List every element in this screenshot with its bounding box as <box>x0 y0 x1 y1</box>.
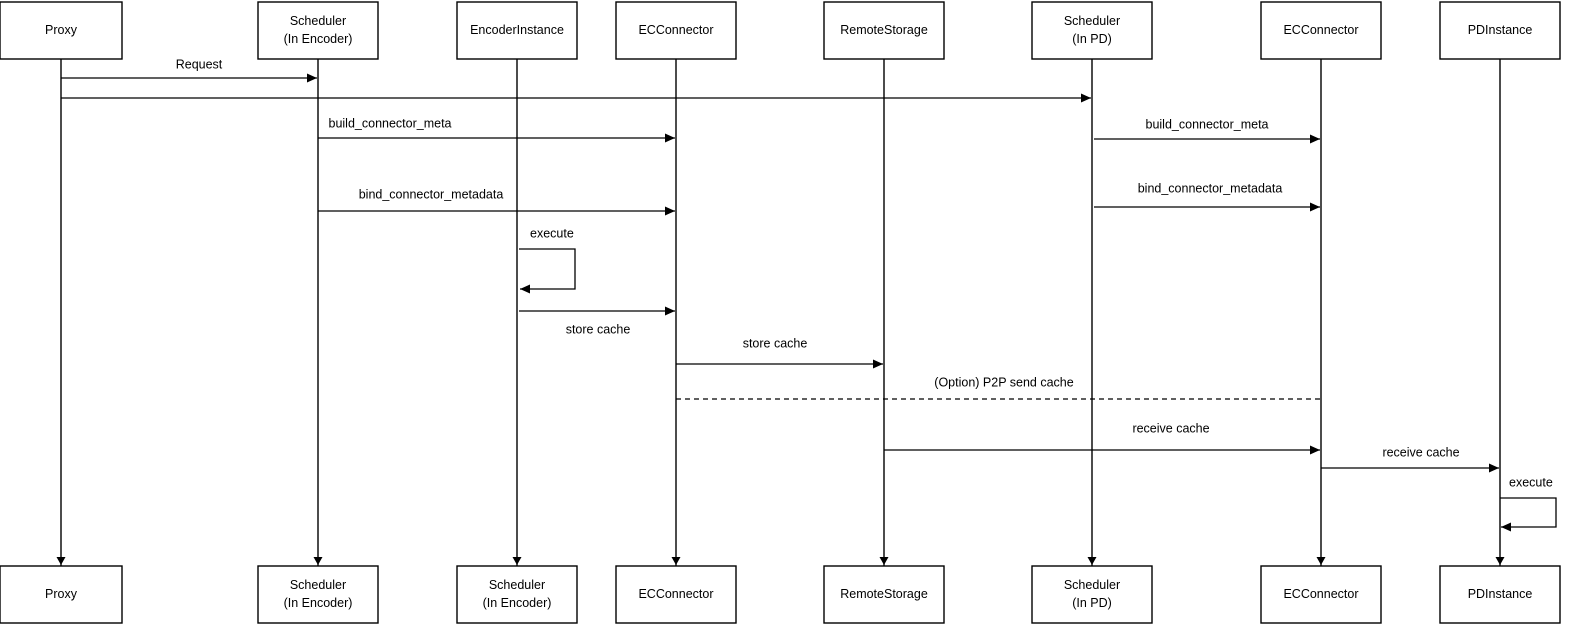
participant-label-line2: (In PD) <box>1072 596 1112 610</box>
message-label: bind_connector_metadata <box>1138 181 1283 195</box>
message-label: bind_connector_metadata <box>359 187 504 201</box>
participant-box-bottom-pd-instance[interactable]: PDInstance <box>1439 565 1561 624</box>
participant-box-rect <box>823 1 945 60</box>
participant-label-line1: PDInstance <box>1468 23 1533 37</box>
participant-label-line1: RemoteStorage <box>840 587 928 601</box>
participant-box-rect <box>1260 1 1382 60</box>
participant-label-line2: (In Encoder) <box>284 596 353 610</box>
participant-box-bottom-proxy[interactable]: Proxy <box>0 565 123 624</box>
participant-label-line1: Proxy <box>45 587 78 601</box>
participant-bottom-boxes-layer: Proxy Scheduler (In Encoder) Scheduler (In E… <box>0 565 1561 624</box>
message-receive-cache-ec-to-pd[interactable]: receive cache <box>1321 445 1499 473</box>
participant-box-rect <box>456 565 578 624</box>
message-store-cache-ec-to-remote[interactable]: store cache <box>676 336 883 369</box>
participant-box-top-proxy[interactable]: Proxy <box>0 1 123 60</box>
lifeline-end-arrow-ec-connector-left <box>671 557 681 565</box>
participant-label-line1: RemoteStorage <box>840 23 928 37</box>
participant-box-rect <box>257 1 379 60</box>
participant-box-top-remote-storage[interactable]: RemoteStorage <box>823 1 945 60</box>
lifeline-end-arrow-remote-storage <box>879 557 889 565</box>
message-build-connector-meta-right[interactable]: build_connector_meta <box>1094 117 1320 144</box>
message-label: build_connector_meta <box>1146 117 1269 131</box>
participant-box-bottom-remote-storage[interactable]: RemoteStorage <box>823 565 945 624</box>
self-message-label: execute <box>530 226 574 240</box>
participant-label-line1: EncoderInstance <box>470 23 564 37</box>
message-build-connector-meta-left[interactable]: build_connector_meta <box>318 116 675 143</box>
participant-label-line1: Scheduler <box>290 578 346 592</box>
message-label: Request <box>176 57 223 71</box>
message-p2p-send-cache[interactable]: (Option) P2P send cache <box>676 375 1321 400</box>
lifeline-end-arrow-scheduler-encoder <box>313 557 323 565</box>
lifelines-layer <box>56 59 1505 566</box>
participant-box-top-encoder-instance[interactable]: EncoderInstance <box>456 1 578 60</box>
participant-label-line1: ECConnector <box>638 587 713 601</box>
message-label: store cache <box>566 322 631 336</box>
participant-box-bottom-encoder-instance[interactable]: Scheduler (In Encoder) <box>456 565 578 624</box>
participant-box-rect <box>1439 1 1561 60</box>
participant-box-rect <box>0 1 123 60</box>
participant-label-line1: ECConnector <box>1283 587 1358 601</box>
self-message-execute-pd[interactable]: execute <box>1500 475 1557 532</box>
message-bind-connector-metadata-right[interactable]: bind_connector_metadata <box>1094 181 1320 212</box>
participant-label-line1: Scheduler <box>1064 578 1120 592</box>
participant-box-top-scheduler-pd[interactable]: Scheduler (In PD) <box>1031 1 1153 60</box>
lifeline-end-arrow-scheduler-pd <box>1087 557 1097 565</box>
lifeline-end-arrow-ec-connector-right <box>1316 557 1326 565</box>
participant-box-rect <box>823 565 945 624</box>
participant-box-bottom-ec-connector-left[interactable]: ECConnector <box>615 565 737 624</box>
message-label: receive cache <box>1382 445 1459 459</box>
participant-box-rect <box>0 565 123 624</box>
participant-box-rect <box>456 1 578 60</box>
participant-box-bottom-ec-connector-right[interactable]: ECConnector <box>1260 565 1382 624</box>
participant-box-rect <box>1260 565 1382 624</box>
message-label: (Option) P2P send cache <box>934 375 1073 389</box>
message-receive-cache-remote-to-ec[interactable]: receive cache <box>884 421 1320 455</box>
participant-label-line1: Proxy <box>45 23 78 37</box>
participant-box-top-scheduler-encoder[interactable]: Scheduler (In Encoder) <box>257 1 379 60</box>
participant-box-rect <box>615 565 737 624</box>
lifeline-end-arrow-encoder-instance <box>512 557 522 565</box>
participant-box-bottom-scheduler-encoder[interactable]: Scheduler (In Encoder) <box>257 565 379 624</box>
participant-box-bottom-scheduler-pd[interactable]: Scheduler (In PD) <box>1031 565 1153 624</box>
message-label: store cache <box>743 336 808 350</box>
lifeline-end-arrow-pd-instance <box>1495 557 1505 565</box>
participant-label-line1: ECConnector <box>638 23 713 37</box>
participant-box-top-ec-connector-right[interactable]: ECConnector <box>1260 1 1382 60</box>
self-message-path <box>519 248 576 294</box>
participant-box-rect <box>1031 565 1153 624</box>
participant-box-top-ec-connector-left[interactable]: ECConnector <box>615 1 737 60</box>
participant-label-line2: (In PD) <box>1072 32 1112 46</box>
participant-box-rect <box>1439 565 1561 624</box>
participant-label-line2: (In Encoder) <box>284 32 353 46</box>
participant-label-line1: PDInstance <box>1468 587 1533 601</box>
participant-label-line1: ECConnector <box>1283 23 1358 37</box>
message-label: build_connector_meta <box>329 116 452 130</box>
participant-box-rect <box>257 565 379 624</box>
messages-layer: Request build_connector_meta build_connect… <box>61 57 1499 473</box>
message-bind-connector-metadata-left[interactable]: bind_connector_metadata <box>318 187 675 216</box>
message-label: receive cache <box>1132 421 1209 435</box>
lifeline-end-arrow-proxy <box>56 557 66 565</box>
participant-top-boxes-layer: Proxy Scheduler (In Encoder) EncoderInstanc… <box>0 1 1561 60</box>
self-message-path <box>1500 497 1557 532</box>
participant-box-rect <box>1031 1 1153 60</box>
self-message-label: execute <box>1509 475 1553 489</box>
participant-label-line2: (In Encoder) <box>483 596 552 610</box>
message-store-cache-encoder-to-ec[interactable]: store cache <box>519 306 675 336</box>
self-messages-layer: execute execute <box>519 226 1557 532</box>
participant-box-top-pd-instance[interactable]: PDInstance <box>1439 1 1561 60</box>
participant-label-line1: Scheduler <box>489 578 545 592</box>
participant-label-line1: Scheduler <box>290 14 346 28</box>
message-request[interactable]: Request <box>61 57 317 83</box>
participant-label-line1: Scheduler <box>1064 14 1120 28</box>
self-message-execute-encoder[interactable]: execute <box>519 226 576 294</box>
participant-box-rect <box>615 1 737 60</box>
